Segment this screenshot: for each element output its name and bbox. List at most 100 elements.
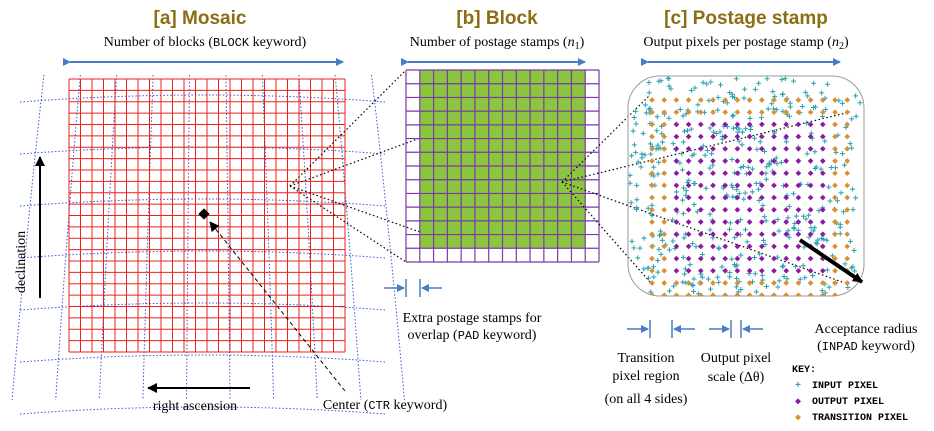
input-pixel-mark bbox=[690, 282, 696, 288]
output-pixel-mark bbox=[819, 267, 826, 274]
transition-pixel-mark bbox=[722, 280, 729, 286]
input-pixel-mark bbox=[853, 93, 859, 99]
output-pixel-mark bbox=[746, 206, 753, 213]
input-pixel-mark bbox=[839, 151, 845, 157]
transition-pixel-mark bbox=[832, 255, 838, 262]
input-pixel-mark bbox=[628, 286, 634, 292]
key-item-input: + INPUT PIXEL bbox=[795, 381, 878, 392]
input-pixel-mark bbox=[651, 274, 657, 280]
input-pixel-mark bbox=[824, 237, 830, 243]
input-pixel-mark bbox=[633, 108, 639, 114]
input-pixel-mark bbox=[635, 159, 641, 165]
transition-pixel-mark bbox=[685, 97, 692, 103]
input-pixel-mark bbox=[647, 141, 653, 147]
output-pixel-mark bbox=[795, 121, 802, 128]
input-pixel-mark bbox=[837, 231, 843, 237]
input-pixel-mark bbox=[753, 289, 759, 295]
transition-pixel-mark bbox=[649, 280, 655, 286]
input-pixel-mark bbox=[829, 253, 835, 259]
output-pixel-mark bbox=[819, 194, 826, 201]
input-pixel-mark bbox=[797, 276, 803, 282]
input-pixel-mark bbox=[792, 221, 798, 227]
input-pixel-mark bbox=[845, 284, 851, 290]
output-pixel-mark bbox=[771, 231, 777, 238]
input-pixel-mark bbox=[738, 217, 744, 223]
output-pixel-mark bbox=[819, 219, 826, 225]
input-pixel-mark bbox=[847, 141, 853, 147]
input-pixel-mark bbox=[692, 85, 698, 91]
mosaic-center-marker bbox=[198, 208, 210, 220]
input-pixel-mark bbox=[727, 90, 733, 96]
input-pixel-mark bbox=[716, 245, 722, 251]
input-pixel-mark bbox=[775, 284, 781, 290]
output-pixel-mark bbox=[783, 145, 790, 152]
output-pixel-mark bbox=[734, 243, 741, 250]
output-pixel-mark bbox=[771, 170, 777, 177]
input-pixel-mark bbox=[680, 197, 686, 203]
input-pixel-mark bbox=[764, 76, 770, 82]
output-pixel-mark bbox=[685, 255, 692, 262]
input-pixel-mark bbox=[853, 195, 859, 201]
transition-pixel-mark bbox=[661, 182, 668, 189]
transition-pixel-mark bbox=[649, 109, 655, 116]
sky-meridian-line bbox=[371, 74, 405, 401]
output-pixel-mark bbox=[783, 158, 790, 164]
transition-pixel-mark bbox=[710, 109, 716, 116]
transition-pixel-mark bbox=[661, 255, 668, 262]
input-pixel-mark bbox=[787, 100, 793, 106]
input-pixel-mark bbox=[736, 138, 742, 144]
output-pixel-mark bbox=[758, 219, 765, 225]
output-pixel-mark bbox=[673, 219, 680, 225]
transition-pixel-mark bbox=[649, 206, 655, 213]
input-pixel-mark bbox=[629, 238, 635, 244]
input-pixel-mark bbox=[645, 265, 651, 271]
input-pixel-mark bbox=[630, 80, 636, 86]
input-pixel-mark bbox=[770, 89, 776, 95]
output-pixel-mark bbox=[771, 158, 777, 164]
output-pixel-mark bbox=[746, 255, 753, 262]
transition-pixel-mark bbox=[795, 280, 802, 286]
output-pixel-mark bbox=[771, 219, 777, 225]
input-pixel-mark bbox=[814, 241, 820, 247]
input-pixel-mark bbox=[734, 187, 740, 193]
output-pixel-mark bbox=[771, 194, 777, 201]
input-pixel-mark bbox=[628, 200, 634, 206]
input-pixel-mark bbox=[677, 160, 683, 166]
input-pixel-mark bbox=[754, 146, 760, 152]
input-pixel-mark bbox=[724, 100, 730, 106]
transition-pixel-mark bbox=[844, 231, 851, 238]
output-pixel-mark bbox=[710, 255, 716, 262]
output-pixel-mark bbox=[758, 158, 765, 164]
output-pixel-mark bbox=[746, 243, 753, 250]
input-pixel-mark bbox=[816, 208, 822, 214]
input-pixel-mark bbox=[682, 266, 688, 272]
input-pixel-mark bbox=[670, 217, 676, 223]
transition-pixel-mark bbox=[722, 97, 729, 103]
input-pixel-mark bbox=[716, 279, 722, 285]
input-pixel-mark bbox=[736, 191, 742, 197]
transition-pixel-mark bbox=[832, 243, 838, 250]
input-pixel-mark bbox=[819, 288, 825, 294]
input-pixel-mark bbox=[628, 180, 633, 186]
transition-pixel-mark bbox=[795, 97, 802, 103]
input-pixel-mark bbox=[834, 198, 840, 204]
transition-pixel-mark bbox=[746, 292, 753, 296]
input-pixel-mark bbox=[763, 218, 769, 224]
input-pixel-mark bbox=[804, 151, 810, 157]
input-pixel-mark bbox=[827, 198, 833, 204]
input-pixel-mark bbox=[704, 81, 710, 87]
input-pixel-mark bbox=[631, 114, 637, 120]
output-pixel-mark bbox=[722, 231, 729, 238]
output-pixel-mark bbox=[722, 243, 729, 250]
input-pixel-mark bbox=[658, 251, 664, 257]
transition-pixel-mark bbox=[746, 97, 753, 103]
input-pixel-mark bbox=[690, 289, 696, 295]
input-pixel-mark bbox=[820, 114, 826, 120]
output-pixel-mark bbox=[783, 133, 790, 140]
input-pixel-mark bbox=[773, 155, 779, 161]
transition-pixel-mark bbox=[832, 194, 838, 201]
transition-pixel-mark bbox=[697, 292, 704, 296]
transition-pixel-mark bbox=[649, 194, 655, 201]
input-pixel-mark bbox=[707, 227, 713, 233]
transition-pixel-mark bbox=[832, 206, 838, 213]
